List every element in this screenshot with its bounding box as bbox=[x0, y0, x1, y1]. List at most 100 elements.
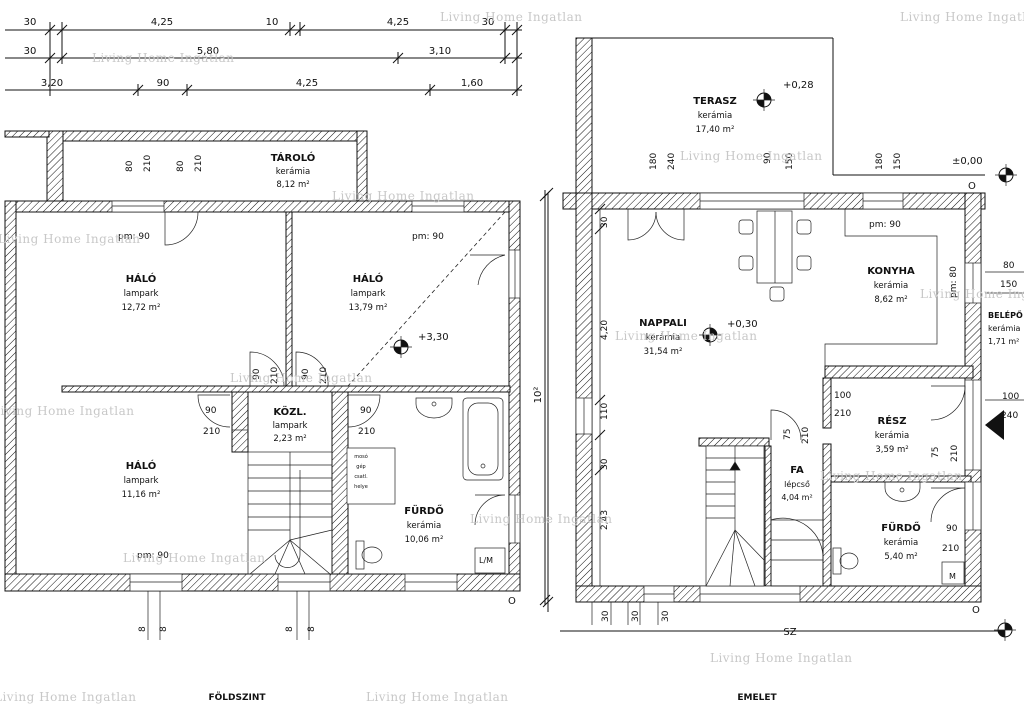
washer-label: helye bbox=[354, 484, 368, 490]
ground-windows bbox=[111, 200, 521, 592]
level-text: +0,30 bbox=[727, 319, 758, 330]
dim-text: 180 bbox=[875, 153, 885, 170]
room-name: TÁROLÓ bbox=[271, 151, 316, 164]
upper-bottom-dims: 30 30 30 SZ O O bbox=[560, 181, 1000, 638]
dim-text: 210 bbox=[319, 367, 329, 384]
watermark-text: Living Home Ingatlan bbox=[820, 469, 962, 483]
dim-text: 10 bbox=[266, 17, 279, 28]
dim-text: 90 bbox=[301, 368, 311, 380]
room-material: lampark bbox=[273, 421, 308, 431]
room-area: 10,06 m² bbox=[405, 535, 444, 545]
ground-door-sizes: 80 210 80 210 90 210 90 210 90 210 90 21… bbox=[125, 155, 375, 437]
dim-text: 90 bbox=[763, 152, 773, 164]
dim-text: 75 bbox=[783, 429, 793, 440]
upper-room-labels: TERASZ kerámia 17,40 m² NAPPALI kerámia … bbox=[639, 96, 1023, 562]
room-name: KONYHA bbox=[867, 266, 915, 277]
watermark-text: Living Home Ingatlan bbox=[366, 690, 508, 704]
watermark-text: Living Home Ingatlan bbox=[332, 189, 474, 203]
room-name: FÜRDŐ bbox=[404, 503, 443, 517]
dim-text: 210 bbox=[270, 367, 280, 384]
room-material: kerámia bbox=[875, 431, 909, 441]
room-area: 1,71 m² bbox=[988, 337, 1019, 346]
room-material: kerámia bbox=[276, 167, 310, 177]
ground-bathroom-fixtures bbox=[346, 397, 506, 574]
room-area: 17,40 m² bbox=[696, 125, 735, 135]
dim-text: 100 bbox=[1002, 392, 1019, 402]
washer-label: gép bbox=[356, 463, 365, 470]
dim-text: 240 bbox=[1001, 411, 1018, 421]
upper-misc-labels: pm: 90 pm: 80 M bbox=[869, 220, 959, 581]
watermark-text: Living Home Ingatlan bbox=[0, 232, 140, 246]
upper-windows bbox=[575, 192, 982, 603]
level-text: +3,30 bbox=[418, 332, 449, 343]
room-material: kerámia bbox=[874, 281, 908, 291]
upper-level-markers: +0,28 +0,30 ±0,00 bbox=[699, 80, 1017, 641]
compass-o: O bbox=[968, 181, 976, 192]
dim-text: 8 bbox=[159, 626, 169, 632]
dim-text: 10² bbox=[533, 387, 544, 404]
room-area: 2,23 m² bbox=[273, 434, 306, 444]
upper-right-dims: 80 150 100 240 bbox=[985, 261, 1024, 421]
ground-misc-labels: pm: 90 pm: 90 pm: 90 mosó gép csatl. hel… bbox=[118, 232, 493, 565]
watermark-text: Living Home Ingatlan bbox=[440, 10, 582, 24]
watermark-text: Living Home Ingatlan bbox=[470, 512, 612, 526]
compass-label: SZ bbox=[783, 627, 796, 638]
dim-text: 3,10 bbox=[429, 46, 451, 57]
dim-text: 210 bbox=[942, 544, 959, 554]
dim-text: 180 bbox=[649, 153, 659, 170]
dim-text: 80 bbox=[125, 160, 135, 172]
dim-text: 80 bbox=[1003, 261, 1015, 271]
window-height-label: pm: 90 bbox=[869, 220, 901, 230]
dim-text: 30 bbox=[631, 610, 641, 622]
upper-left-dims: 30 4,20 110 30 2,43 bbox=[542, 187, 610, 612]
room-material: kerámia bbox=[884, 538, 918, 548]
room-material: lampark bbox=[124, 476, 159, 486]
watermark-text: Living Home Ingatlan bbox=[680, 149, 822, 163]
watermarks: Living Home Ingatlan Living Home Ingatla… bbox=[0, 10, 1024, 704]
dim-text: 210 bbox=[143, 155, 153, 172]
dim-text: 80 bbox=[176, 160, 186, 172]
room-material: kerámia bbox=[646, 333, 680, 343]
dim-text: 2,43 bbox=[600, 510, 610, 530]
upper-door-sizes: 180 240 90 150 180 150 100 210 75 210 75… bbox=[649, 152, 960, 554]
dim-text: 210 bbox=[194, 155, 204, 172]
watermark-text: Living Home Ingatlan bbox=[920, 287, 1024, 301]
dim-text: 90 bbox=[205, 406, 217, 416]
dim-text: 30 bbox=[601, 610, 611, 622]
upper-doors bbox=[627, 209, 966, 523]
dim-text: 150 bbox=[785, 153, 795, 170]
room-material: lépcső bbox=[784, 479, 810, 489]
upper-bathroom-fixtures bbox=[832, 481, 965, 585]
dim-text: 240 bbox=[667, 153, 677, 170]
dim-text: 210 bbox=[950, 445, 960, 462]
dim-text: 75 bbox=[931, 447, 941, 458]
room-area: 12,72 m² bbox=[122, 303, 161, 313]
room-area: 8,62 m² bbox=[874, 295, 907, 305]
lm-label: L/M bbox=[479, 556, 493, 565]
watermark-text: Living Home Ingatlan bbox=[615, 329, 757, 343]
dim-text: 4,20 bbox=[600, 320, 610, 340]
dim-text: 4,25 bbox=[296, 78, 318, 89]
ground-walls bbox=[4, 130, 521, 592]
window-height-label: pm: 80 bbox=[949, 266, 959, 298]
watermark-text: Living Home Ingatlan bbox=[900, 10, 1024, 24]
dim-text: 8 bbox=[138, 626, 148, 632]
washer-label: csatl. bbox=[354, 474, 368, 480]
watermark-text: Living Home Ingatlan bbox=[92, 51, 234, 65]
watermark-text: Living Home Ingatlan bbox=[0, 690, 136, 704]
dim-text: 210 bbox=[834, 409, 851, 419]
watermark-text: Living Home Ingatlan bbox=[123, 551, 265, 565]
room-name: KÖZL. bbox=[273, 404, 306, 418]
dim-text: 210 bbox=[358, 427, 375, 437]
dim-text: 90 bbox=[946, 524, 958, 534]
ground-bottom-dims: 8 8 8 8 bbox=[138, 591, 317, 640]
floor-label-ground: FÖLDSZINT bbox=[208, 692, 266, 703]
ground-floor-plan: 30 4,25 10 4,25 30 30 5,80 3,10 3,20 90 … bbox=[4, 17, 551, 703]
room-material: lampark bbox=[124, 289, 159, 299]
room-area: 5,40 m² bbox=[884, 552, 917, 562]
compass-o: O bbox=[508, 596, 516, 607]
dim-text: 150 bbox=[1000, 280, 1017, 290]
dim-text: 110 bbox=[600, 403, 610, 420]
kitchen-counter bbox=[824, 209, 938, 366]
